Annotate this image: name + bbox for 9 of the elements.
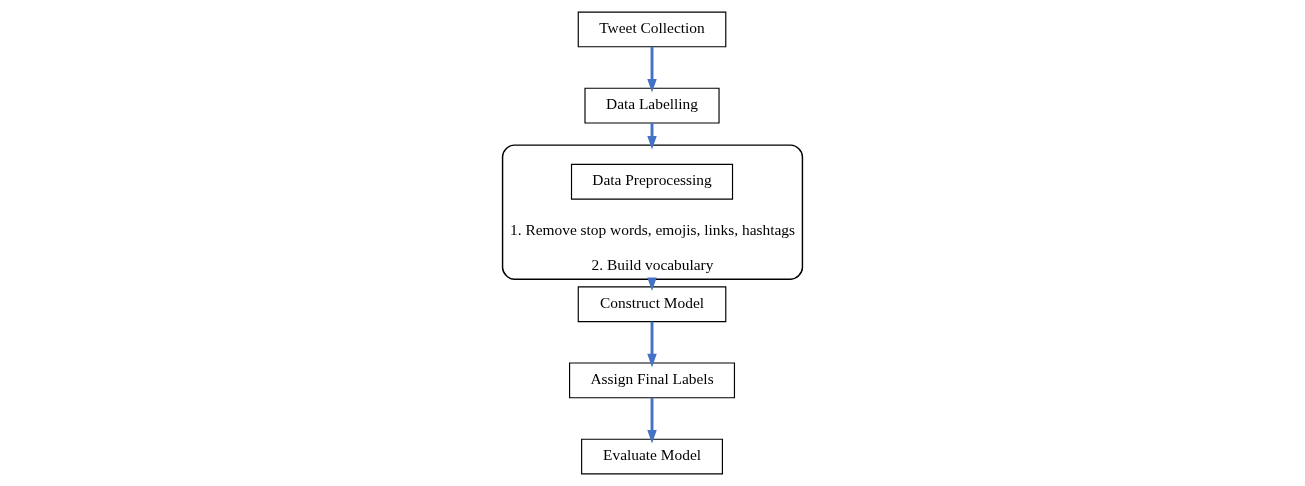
arrow (647, 397, 657, 444)
arrow (647, 321, 657, 368)
node-box: Evaluate Model (581, 438, 723, 475)
node-box: Assign Final Labels (569, 362, 736, 399)
arrow (647, 46, 657, 93)
node-box: Data Labelling (584, 87, 720, 124)
node-box: Construct Model (577, 286, 727, 323)
node-box: Data Preprocessing (570, 163, 734, 200)
node-box: Tweet Collection (577, 11, 727, 48)
